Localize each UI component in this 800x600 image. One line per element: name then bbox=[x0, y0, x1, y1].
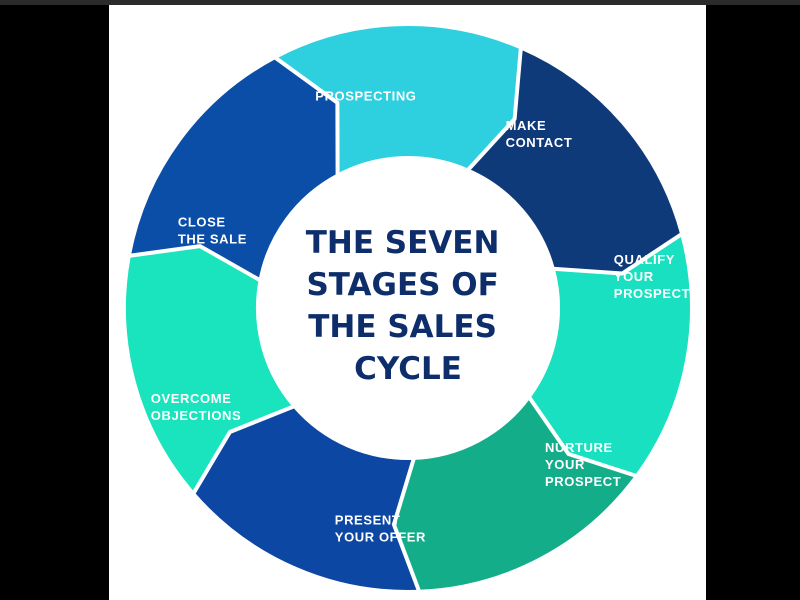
stage-label-line: YOUR bbox=[545, 457, 585, 472]
stage-label-line: NURTURE bbox=[545, 440, 613, 455]
stage-label-present-your-offer: PRESENT YOUR OFFER bbox=[335, 512, 426, 544]
stage-label-prospecting: PROSPECTING bbox=[315, 89, 416, 104]
stage-label-line: MAKE bbox=[506, 118, 547, 133]
stage-label-line: OVERCOME bbox=[151, 391, 232, 406]
stage-label-line: CLOSE bbox=[178, 215, 226, 230]
diagram-canvas: PROSPECTING MAKE CONTACT QUALIFY YOUR PROSPEC… bbox=[109, 5, 706, 600]
stage-label-overcome-objections: OVERCOME OBJECTIONS bbox=[151, 391, 242, 423]
stage-label-line: CONTACT bbox=[506, 135, 573, 150]
center-disc bbox=[258, 158, 558, 458]
center-title-line-1: THE SEVEN bbox=[306, 225, 500, 261]
stage-label-qualify-your-prospect: QUALIFY YOUR PROSPECT bbox=[614, 252, 690, 301]
center-title-line-2: STAGES OF bbox=[306, 267, 498, 303]
stage-label-line: PROSPECT bbox=[614, 286, 690, 301]
stage-labels: PROSPECTING MAKE CONTACT QUALIFY YOUR PROSPEC… bbox=[151, 89, 690, 545]
center-title-line-3: THE SALES bbox=[308, 309, 497, 345]
center-title: THE SEVEN STAGES OF THE SALES CYCLE bbox=[306, 225, 510, 387]
stage-label-line: PROSPECTING bbox=[315, 89, 416, 104]
sales-cycle-wheel: PROSPECTING MAKE CONTACT QUALIFY YOUR PROSPEC… bbox=[121, 22, 694, 595]
stage-label-line: PRESENT bbox=[335, 512, 401, 527]
stage-label-close-the-sale: CLOSE THE SALE bbox=[178, 215, 247, 247]
window-top-bar bbox=[0, 0, 800, 5]
stage-label-line: YOUR OFFER bbox=[335, 529, 426, 544]
stage-label-line: QUALIFY bbox=[614, 252, 675, 267]
stage-label-line: OBJECTIONS bbox=[151, 408, 242, 423]
center-title-line-4: CYCLE bbox=[354, 351, 462, 387]
stage-label-line: PROSPECT bbox=[545, 474, 621, 489]
stage-label-make-contact: MAKE CONTACT bbox=[506, 118, 573, 150]
stage-label-line: YOUR bbox=[614, 269, 654, 284]
stage-label-line: THE SALE bbox=[178, 232, 247, 247]
stage-label-nurture-your-prospect: NURTURE YOUR PROSPECT bbox=[545, 440, 621, 489]
